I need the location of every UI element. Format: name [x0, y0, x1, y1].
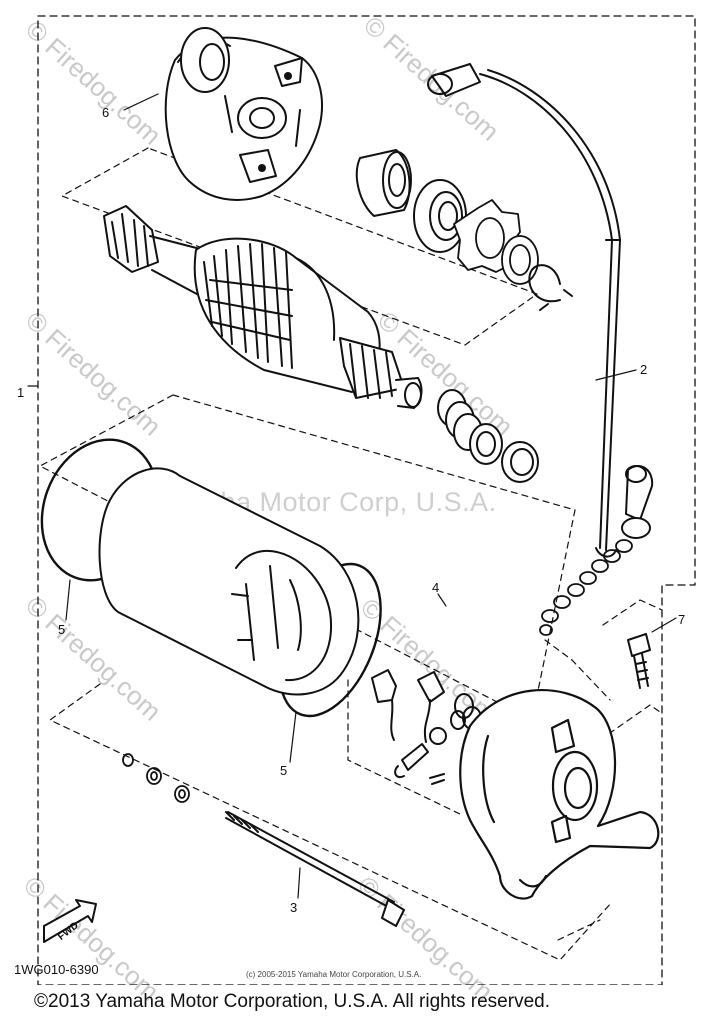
bearing — [413, 179, 467, 253]
callout-7: 7 — [678, 612, 686, 627]
circlip — [528, 264, 573, 311]
thrust-washers — [437, 389, 539, 483]
bushing — [355, 149, 412, 217]
washer — [501, 235, 539, 285]
armature — [103, 205, 423, 409]
callout-1: 1 — [17, 385, 25, 400]
screw — [627, 633, 651, 689]
callout-6: 6 — [102, 105, 110, 120]
diagram-part-number: 1WG010-6390 — [14, 962, 99, 977]
through-bolt — [225, 811, 405, 927]
starter-motor-exploded-diagram — [27, 15, 696, 985]
front-cover — [164, 27, 323, 201]
small-copyright: (c) 2005-2015 Yamaha Motor Corporation, … — [246, 970, 422, 979]
callout-4: 4 — [432, 580, 440, 595]
callout-5: 5 — [280, 763, 288, 778]
brush-holder — [371, 669, 482, 785]
callout-5: 5 — [58, 622, 66, 637]
copyright-notice: ©2013 Yamaha Motor Corporation, U.S.A. A… — [34, 991, 550, 1012]
lead-wire — [427, 63, 654, 558]
terminal-nuts-washers — [539, 539, 633, 636]
callout-3: 3 — [290, 900, 298, 915]
rear-cover — [459, 689, 660, 900]
yoke-housing — [98, 467, 360, 696]
fwd-arrow-icon — [43, 899, 97, 943]
small-washers — [122, 753, 190, 803]
callout-2: 2 — [640, 362, 648, 377]
